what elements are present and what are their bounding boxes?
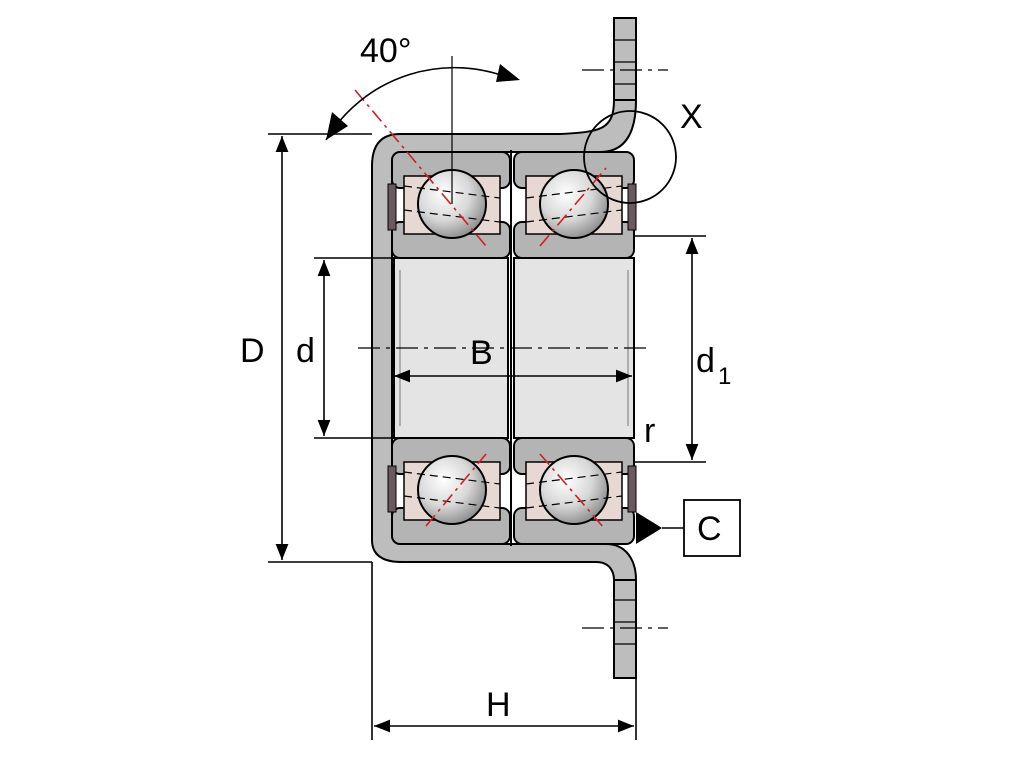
dimension-lines: [268, 133, 706, 740]
datum-c-box: [683, 499, 741, 557]
label-d1-subscript: 1: [718, 363, 731, 390]
contact-angle-centerlines: [354, 89, 607, 529]
contact-dashed-lines: [403, 185, 623, 509]
top-right-bearing: [513, 151, 637, 259]
angle-arc: [325, 66, 515, 141]
angle-label: 40°: [360, 32, 411, 70]
label-bore-diameter-d: d: [296, 332, 315, 370]
top-left-bearing: [387, 151, 511, 259]
label-radius-r: r: [644, 412, 655, 450]
bottom-right-bearing: [513, 437, 637, 545]
label-height-H: H: [486, 686, 511, 724]
angle-arrow-right: [496, 64, 520, 82]
bottom-left-bearing: [387, 437, 511, 545]
datum-c-triangle: [636, 512, 662, 544]
center-axes: [358, 69, 668, 629]
label-outer-diameter-D: D: [240, 332, 265, 370]
detail-circle-x: [583, 110, 677, 204]
label-datum-C: C: [697, 510, 722, 548]
label-d1-main: d: [696, 342, 715, 380]
label-width-B: B: [470, 334, 493, 372]
label-detail-X: X: [680, 98, 703, 136]
angle-arrow-left: [326, 112, 348, 140]
